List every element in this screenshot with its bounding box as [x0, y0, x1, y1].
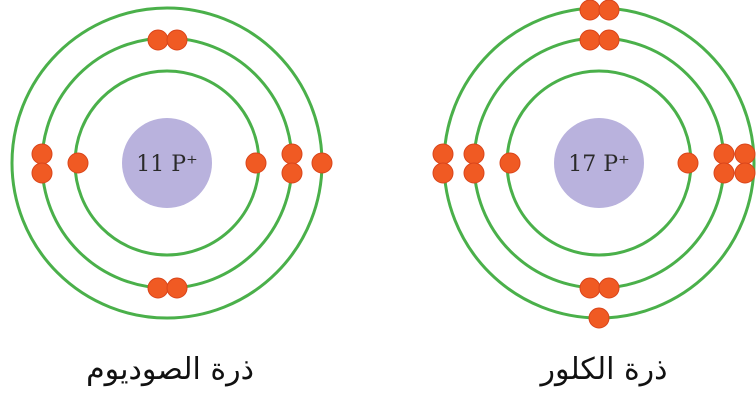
- electron: [281, 143, 303, 165]
- electron: [31, 143, 53, 165]
- electron: [499, 152, 521, 174]
- electron: [579, 29, 601, 51]
- electron: [713, 162, 735, 184]
- electron: [31, 162, 53, 184]
- electron: [677, 152, 699, 174]
- electron: [463, 162, 485, 184]
- electron: [245, 152, 267, 174]
- electron: [598, 29, 620, 51]
- electron: [598, 277, 620, 299]
- electron: [281, 162, 303, 184]
- electron: [67, 152, 89, 174]
- chlorine-atom: 17 P⁺: [432, 0, 756, 329]
- electron: [147, 29, 169, 51]
- sodium-nucleus: [122, 118, 212, 208]
- electron: [579, 0, 601, 21]
- sodium-atom-caption: ذرة الصوديوم: [86, 352, 254, 387]
- chlorine-nucleus: [554, 118, 644, 208]
- electron: [147, 277, 169, 299]
- electron: [588, 307, 610, 329]
- chlorine-nucleus-label: 17 P⁺: [568, 152, 629, 177]
- sodium-atom: 11 P⁺: [10, 6, 333, 320]
- sodium-nucleus-label: 11 P⁺: [136, 152, 197, 177]
- electron: [713, 143, 735, 165]
- sodium-electrons: [31, 29, 333, 299]
- electron: [734, 162, 756, 184]
- chlorine-atom-caption: ذرة الكلور: [540, 352, 668, 387]
- electron: [166, 277, 188, 299]
- electron: [734, 143, 756, 165]
- electron: [311, 152, 333, 174]
- electron: [598, 0, 620, 21]
- chlorine-electrons: [432, 0, 756, 329]
- electron: [166, 29, 188, 51]
- electron: [579, 277, 601, 299]
- electron: [432, 143, 454, 165]
- electron: [432, 162, 454, 184]
- electron: [463, 143, 485, 165]
